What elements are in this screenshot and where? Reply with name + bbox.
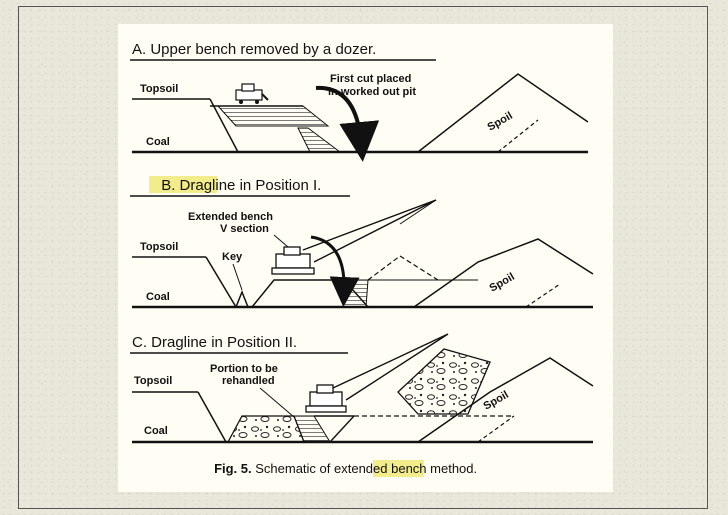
panel-c-spoil-pile [417, 357, 594, 443]
panel-b-v-section [331, 279, 369, 308]
panel-b-arrow [310, 235, 360, 307]
panel-c-portion-leader [259, 387, 295, 418]
panel-b-title-prefix: B. [161, 177, 179, 194]
figure-panel: A. Upper bench removed by a dozer. Topso… [118, 24, 613, 492]
panel-a-title: A. Upper bench removed by a dozer. [132, 41, 376, 58]
panel-c-portion-line2: rehandled [222, 375, 275, 387]
panel-c-portion-line1: Portion to be [210, 363, 278, 375]
panel-b-key-leader [232, 263, 243, 291]
panel-c-rehandle-pile [226, 415, 305, 443]
panel-b-spoil-pile [413, 238, 594, 308]
caption-highlight [373, 460, 424, 477]
dragline-icon [305, 333, 449, 413]
panel-b-title-suffix: in Position I. [235, 177, 321, 194]
panel-b-spoil-label: Spoil [488, 271, 517, 295]
panel-a-coal-label: Coal [146, 136, 170, 148]
panel-b-ext-line2: V section [220, 223, 269, 235]
panel-b-key [235, 289, 249, 308]
slide-frame [18, 6, 708, 509]
panel-b-title-highlight [149, 176, 217, 193]
panel-b: B. Dragline in Position I. Extended benc… [130, 176, 594, 309]
figure-caption: Fig. 5. Schematic of extended bench meth… [196, 461, 488, 476]
caption-text-before: Schematic of [252, 461, 334, 476]
panel-c-topsoil-label: Topsoil [134, 375, 172, 387]
panel-a-highwall [209, 98, 239, 153]
panel-b-ext-leader [273, 234, 289, 248]
extended-bench-diagram: A. Upper bench removed by a dozer. Topso… [130, 41, 594, 477]
panel-b-spoil-dash [525, 283, 561, 308]
panel-b-ext-line1: Extended bench [188, 211, 273, 223]
panel-b-title: B. Dragline in Position I. [132, 177, 342, 194]
panel-a-arrow [315, 85, 380, 162]
panel-a-first-cut [297, 127, 342, 153]
panel-c-highwall [197, 391, 227, 443]
panel-c-spoil-label: Spoil [482, 389, 511, 413]
dragline-icon [271, 199, 437, 275]
panel-a-note-line1: First cut placed [330, 73, 411, 85]
panel-c-title: C. Dragline in Position II. [132, 334, 297, 351]
panel-c-spoil-dash [477, 415, 515, 443]
panel-a-spoil-label: Spoil [486, 110, 515, 134]
caption-text-after: bench method. [388, 461, 478, 476]
caption-highlight-text: extended [334, 461, 388, 476]
panel-b-dashed-spoil [367, 255, 439, 281]
panel-a-spoil-dash [497, 119, 539, 153]
caption-fig-number: Fig. 5. [214, 461, 252, 476]
panel-b-topsoil-label: Topsoil [140, 241, 178, 253]
dozer-icon [235, 83, 269, 104]
panel-b-highwall [205, 256, 237, 308]
panel-a-upper-bench [216, 105, 330, 127]
panel-a-spoil-pile [417, 73, 589, 153]
panel-a: A. Upper bench removed by a dozer. Topso… [130, 41, 589, 162]
panel-b-coal-label: Coal [146, 291, 170, 303]
panel-c-coal-label: Coal [144, 425, 168, 437]
panel-c-rubble-spoil [397, 348, 491, 415]
panel-b-title-highlight-text: Dragline [180, 177, 236, 194]
panel-b-key-label: Key [222, 251, 243, 263]
panel-a-topsoil-label: Topsoil [140, 83, 178, 95]
panel-a-note-line2: in worked out pit [328, 86, 416, 98]
panel-c-bench-slope [329, 415, 355, 443]
panel-c: C. Dragline in Position II. Topsoil Port… [130, 333, 594, 444]
